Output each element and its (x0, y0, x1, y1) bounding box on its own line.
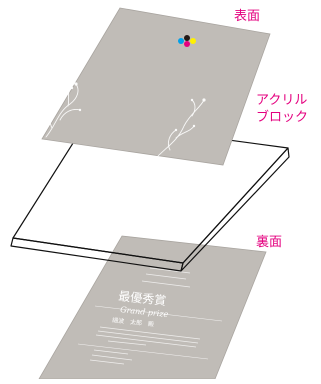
back-label: 裏面 (256, 235, 283, 250)
back-card: 最優秀賞 Grand prize 細波 太郎 殿 (38, 235, 267, 380)
front-card-face (41, 7, 271, 166)
back-card-divider (77, 343, 209, 360)
floral-vine-ornament (45, 83, 205, 159)
acrylic-block-label-line2: ブロック (256, 110, 309, 125)
back-card-fine-print (89, 267, 201, 365)
back-card-divider (94, 305, 223, 322)
ornament-buds (54, 82, 206, 132)
cmyk-logo-icon (178, 35, 196, 47)
acrylic-block-label-line1: アクリル (256, 93, 308, 108)
front-card (41, 7, 271, 166)
back-card-headline: 最優秀賞 (118, 289, 167, 308)
front-label: 表面 (234, 9, 261, 24)
acrylic-block-side-face (180, 147, 290, 272)
